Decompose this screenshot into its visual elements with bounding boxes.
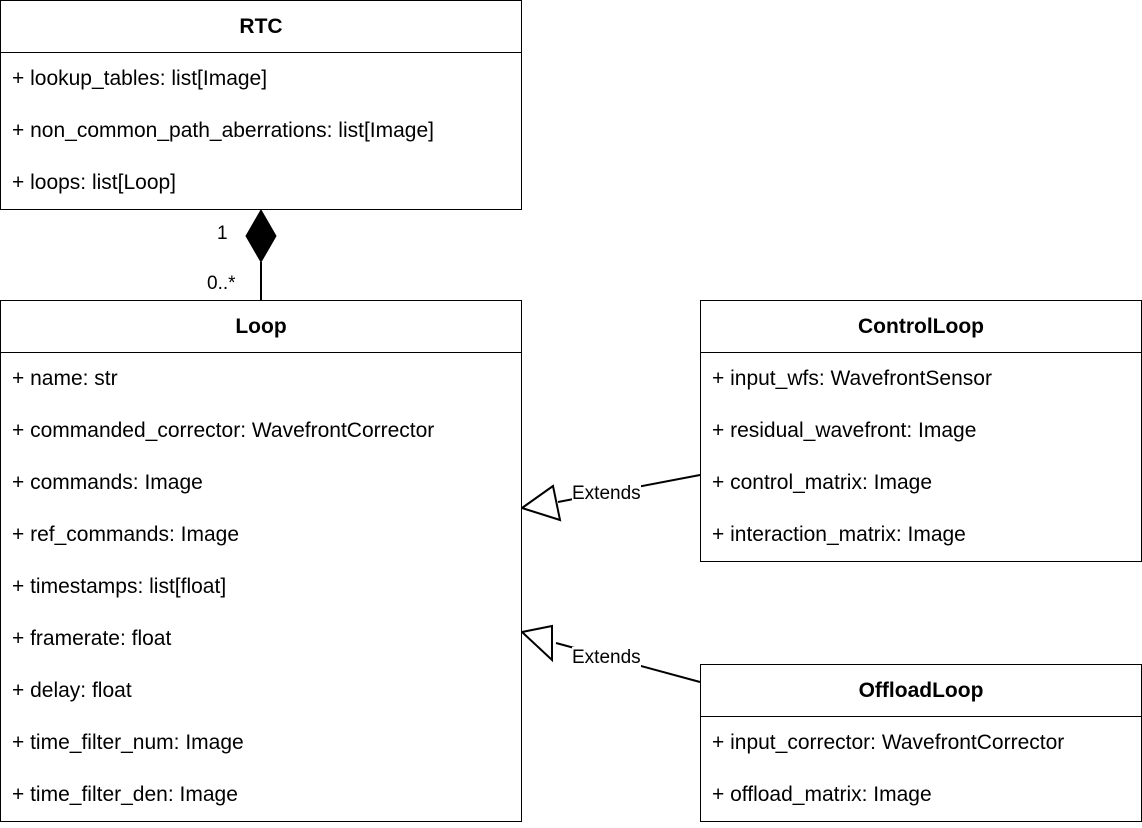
class-attribute: + ref_commands: Image (12, 523, 240, 546)
class-control-loop: ControlLoop + input_wfs: WavefrontSensor… (700, 300, 1142, 562)
class-loop: Loop + name: str + commanded_corrector: … (0, 300, 522, 822)
composition-target-multiplicity: 0..* (207, 273, 236, 294)
class-attribute: + interaction_matrix: Image (712, 523, 966, 546)
class-attribute: + name: str (12, 367, 118, 390)
class-attribute: + lookup_tables: list[Image] (12, 67, 268, 90)
composition-source-multiplicity: 1 (217, 223, 228, 244)
class-attribute: + delay: float (12, 679, 132, 702)
class-rtc: RTC + lookup_tables: list[Image] + non_c… (0, 0, 522, 210)
class-attribute: + loops: list[Loop] (12, 171, 177, 194)
class-attribute: + offload_matrix: Image (712, 783, 932, 806)
class-attribute: + non_common_path_aberrations: list[Imag… (12, 119, 434, 142)
class-loop-name: Loop (1, 301, 521, 353)
class-attribute: + residual_wavefront: Image (712, 419, 977, 442)
class-attribute: + timestamps: list[float] (12, 575, 227, 598)
class-attribute: + framerate: float (12, 627, 172, 650)
class-rtc-name: RTC (1, 1, 521, 53)
control-extends-arrowhead (519, 484, 562, 522)
offload-extends-label: Extends (572, 647, 641, 669)
class-attribute: + commands: Image (12, 471, 203, 494)
class-attribute: + time_filter_num: Image (12, 731, 244, 754)
control-extends-label: Extends (572, 483, 641, 505)
class-offload-loop: OffloadLoop + input_corrector: Wavefront… (700, 664, 1142, 822)
class-attribute: + input_corrector: WavefrontCorrector (712, 731, 1065, 754)
class-attribute: + time_filter_den: Image (12, 783, 238, 806)
class-attribute: + control_matrix: Image (712, 471, 933, 494)
composition-diamond (245, 208, 277, 264)
class-attribute: + commanded_corrector: WavefrontCorrecto… (12, 419, 435, 442)
class-control-loop-name: ControlLoop (701, 301, 1141, 353)
class-offload-loop-name: OffloadLoop (701, 665, 1141, 717)
class-attribute: + input_wfs: WavefrontSensor (712, 367, 992, 390)
offload-extends-arrowhead (519, 624, 553, 663)
